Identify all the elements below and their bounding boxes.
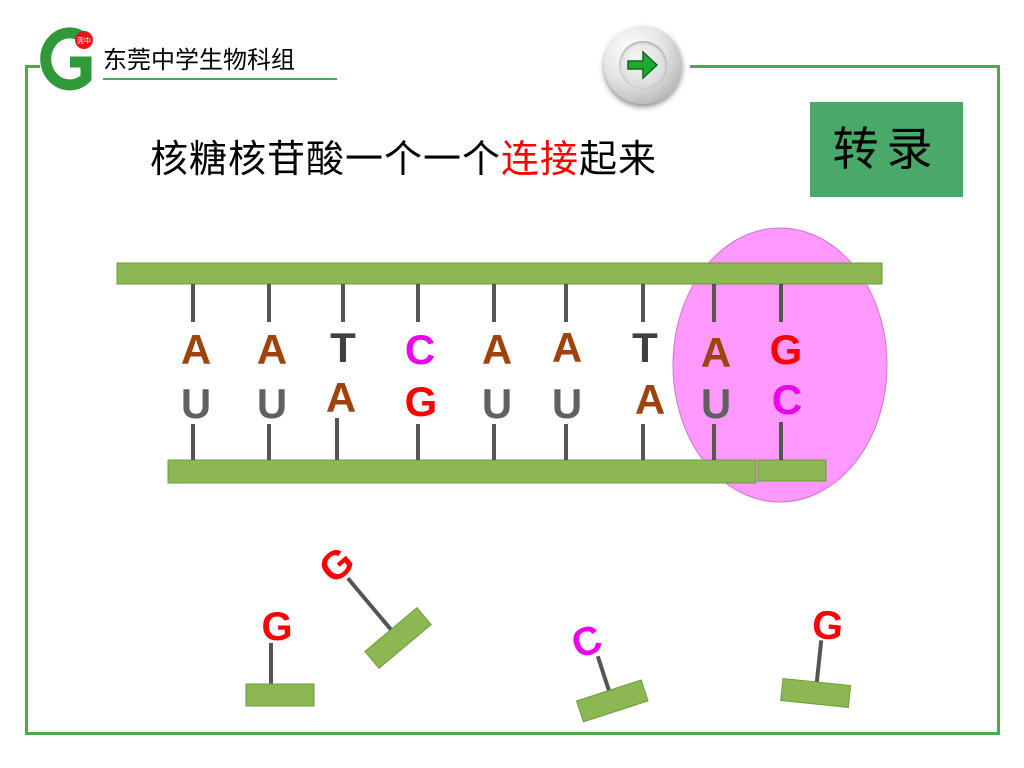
dna-base: C: [405, 326, 435, 373]
logo-text: 莞中: [77, 36, 91, 45]
rna-base: A: [635, 376, 665, 423]
free-nucleotide-base: C: [566, 617, 607, 668]
dna-base: T: [632, 324, 658, 371]
slide-title-suffix: 起来: [579, 137, 658, 181]
rna-base: U: [257, 380, 287, 427]
slide-title: 核糖核苷酸一个一个连接起来: [150, 128, 657, 183]
free-nucleotide-base: G: [261, 605, 292, 649]
dna-base: A: [701, 329, 731, 376]
rna-base: C: [772, 376, 802, 423]
arrow-right-icon: [627, 50, 659, 80]
frame-border-bottom: [25, 732, 1000, 735]
frame-border-left: [25, 65, 28, 735]
slide-title-prefix: 核糖核苷酸一个一个: [150, 137, 502, 181]
dna-template-strand: [116, 262, 883, 285]
free-nucleotide: G: [780, 602, 852, 709]
rna-strand-backbone: [167, 459, 757, 484]
header-underline: [103, 78, 337, 80]
rna-rungs: [191, 418, 783, 460]
frame-border-top-left: [25, 65, 40, 68]
frame-border-right: [997, 65, 1000, 735]
dna-base: T: [330, 324, 356, 371]
rna-base: G: [405, 378, 438, 425]
transcription-button[interactable]: 转录: [810, 102, 963, 197]
free-nucleotide: C: [566, 617, 649, 723]
free-nucleotide: G: [245, 605, 315, 707]
school-logo: 莞中: [40, 26, 100, 96]
dna-base: A: [257, 326, 287, 373]
free-nucleotide: G: [311, 538, 432, 669]
rna-base: A: [326, 374, 356, 421]
rna-base: U: [701, 380, 731, 427]
free-nucleotide-base: G: [810, 602, 846, 649]
dna-base: A: [552, 324, 582, 371]
organization-name: 东莞中学生物科组: [103, 46, 295, 74]
rna-base: U: [482, 380, 512, 427]
rna-base: U: [552, 380, 582, 427]
rna-polymerase: [672, 227, 888, 503]
slide-title-highlight: 连接: [501, 137, 580, 181]
dna-base: A: [181, 326, 211, 373]
next-slide-button[interactable]: [604, 26, 682, 104]
dna-rungs: [191, 284, 783, 322]
rna-base: U: [181, 380, 211, 427]
rna-new-segment: [757, 459, 827, 482]
frame-border-top-right: [690, 65, 1000, 68]
dna-base: A: [482, 326, 512, 373]
dna-base: G: [770, 326, 803, 373]
